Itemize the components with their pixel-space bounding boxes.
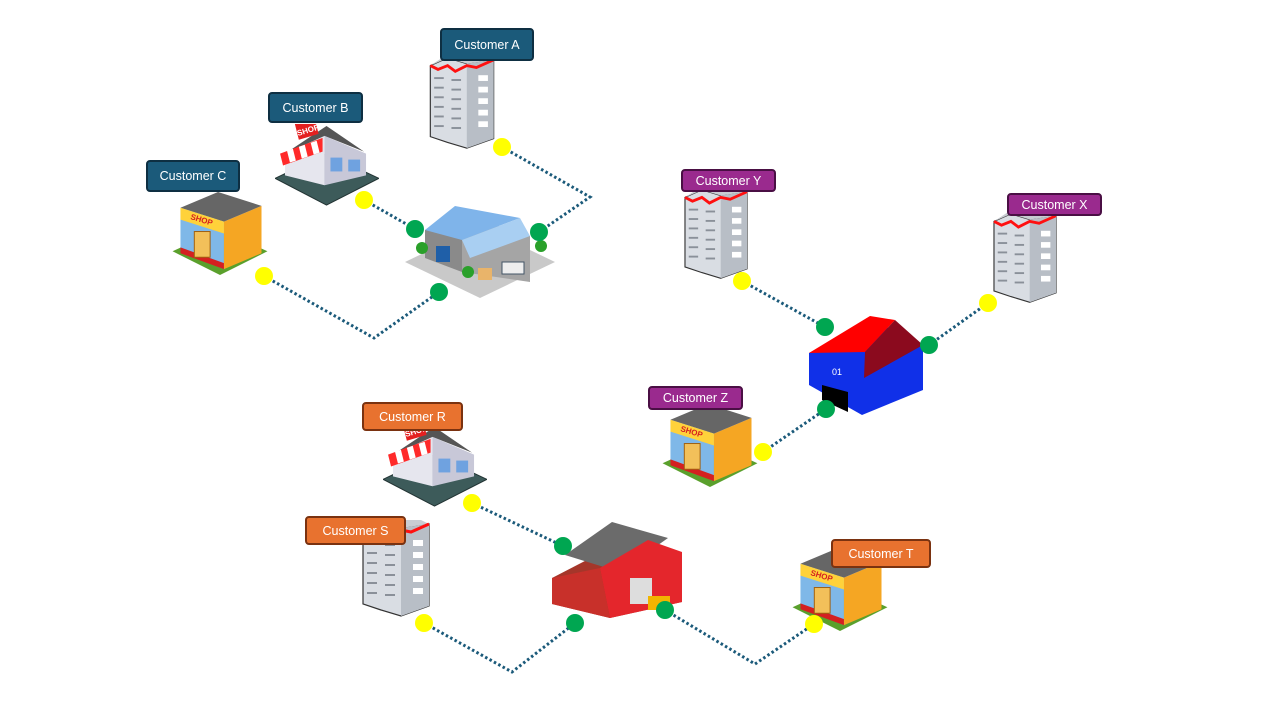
route-z <box>762 407 827 454</box>
route-a <box>501 145 593 234</box>
red-warehouse-forklift-icon <box>552 522 682 618</box>
customer-a-label: Customer A <box>440 28 534 61</box>
customer-y-label: Customer Y <box>681 169 776 192</box>
route-s <box>423 621 576 674</box>
customer-b-label: Customer B <box>268 92 363 123</box>
customer-node <box>754 443 772 461</box>
warehouse-node <box>656 601 674 619</box>
warehouse-nodes <box>406 220 938 632</box>
customer-r-shop-icon <box>383 425 487 507</box>
route-x <box>928 301 989 347</box>
customer-z-label: Customer Z <box>648 386 743 410</box>
warehouse-node <box>530 223 548 241</box>
red-roof-blue-warehouse-icon: 01 <box>809 316 923 415</box>
customer-a-office-tower-icon <box>428 56 496 150</box>
route-y <box>741 279 826 329</box>
customer-node <box>463 494 481 512</box>
customer-t-label: Customer T <box>831 539 931 568</box>
warehouse-node <box>816 318 834 336</box>
warehouse-node <box>406 220 424 238</box>
warehouse-node <box>817 400 835 418</box>
blue-roof-warehouse-icon <box>405 206 555 298</box>
customer-node <box>805 615 823 633</box>
route-lines <box>263 145 989 674</box>
route-r <box>471 501 564 548</box>
customer-c-label: Customer C <box>146 160 240 192</box>
customer-nodes <box>255 138 997 633</box>
customer-s-label: Customer S <box>305 516 406 545</box>
customer-r-label: Customer R <box>362 402 463 431</box>
warehouse-number-sign: 01 <box>832 367 842 377</box>
route-c <box>263 274 440 340</box>
route-t <box>664 608 815 666</box>
customer-node <box>493 138 511 156</box>
customer-node <box>979 294 997 312</box>
warehouse-node <box>566 614 584 632</box>
customer-node <box>255 267 273 285</box>
customer-node <box>415 614 433 632</box>
customer-y-office-tower-icon <box>683 188 749 280</box>
customer-z-shop-icon <box>662 404 758 488</box>
warehouse-node <box>430 283 448 301</box>
customer-node <box>733 272 751 290</box>
warehouse-node <box>920 336 938 354</box>
customer-x-office-tower-icon <box>992 212 1058 304</box>
customer-node <box>355 191 373 209</box>
customer-x-label: Customer X <box>1007 193 1102 216</box>
customer-c-shop-icon <box>172 192 268 276</box>
warehouse-node <box>554 537 572 555</box>
